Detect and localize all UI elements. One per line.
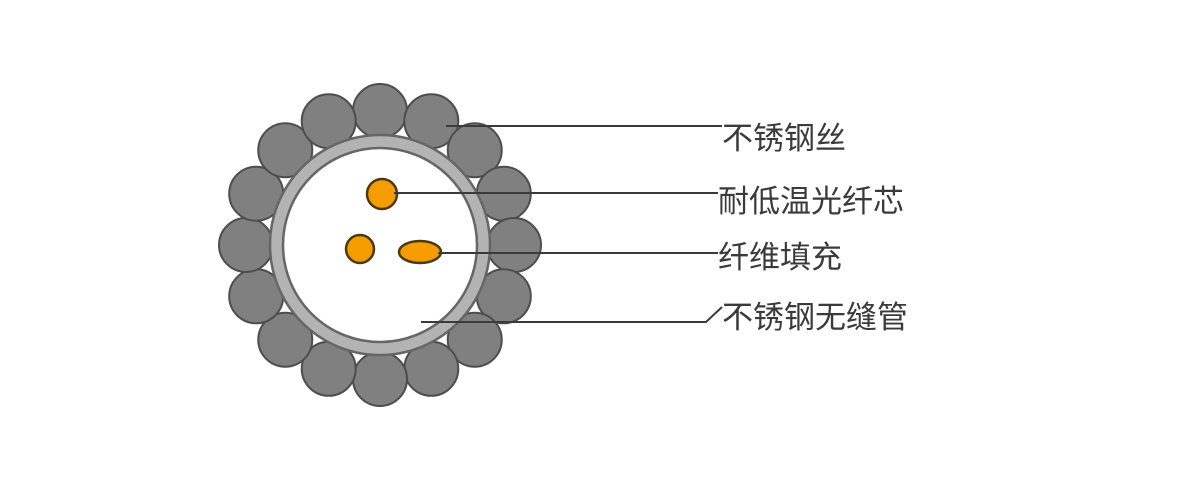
- stainless-steel-wire-strand: [257, 122, 314, 179]
- callout-fiber-filling: 纤维填充: [438, 240, 842, 276]
- callout-label-fiber-filling: 纤维填充: [718, 240, 842, 276]
- callout-label-stainless-steel-wire: 不锈钢丝: [722, 121, 846, 157]
- stainless-steel-wire-strand: [352, 83, 408, 139]
- tube-inner-cavity: [281, 146, 479, 344]
- stainless-steel-seamless-tube: [268, 133, 492, 357]
- callout-low-temperature-resistant-fiber-core: 耐低温光纤芯: [394, 184, 904, 220]
- stainless-steel-wire-strand: [446, 122, 503, 179]
- fiber-filling-right: [397, 239, 443, 265]
- fiber-core-top: [365, 177, 399, 211]
- stainless-steel-wire-strand: [218, 217, 274, 273]
- callout-stainless-steel-seamless-tube: 不锈钢无缝管: [421, 300, 908, 336]
- callout-stainless-steel-wire: 不锈钢丝: [446, 121, 846, 157]
- stainless-steel-wire-strand: [486, 217, 542, 273]
- stainless-steel-wire-strand: [446, 311, 503, 368]
- stainless-steel-wire-strand: [257, 311, 314, 368]
- leader-line-stainless-steel-seamless-tube: [421, 306, 723, 323]
- fiber-filling-left: [344, 233, 376, 265]
- callout-label-low-temperature-resistant-fiber-core: 耐低温光纤芯: [718, 184, 904, 220]
- stainless-steel-wire-strand: [352, 351, 408, 407]
- callout-label-stainless-steel-seamless-tube: 不锈钢无缝管: [722, 300, 908, 336]
- stainless-steel-wire-ring: [218, 83, 542, 407]
